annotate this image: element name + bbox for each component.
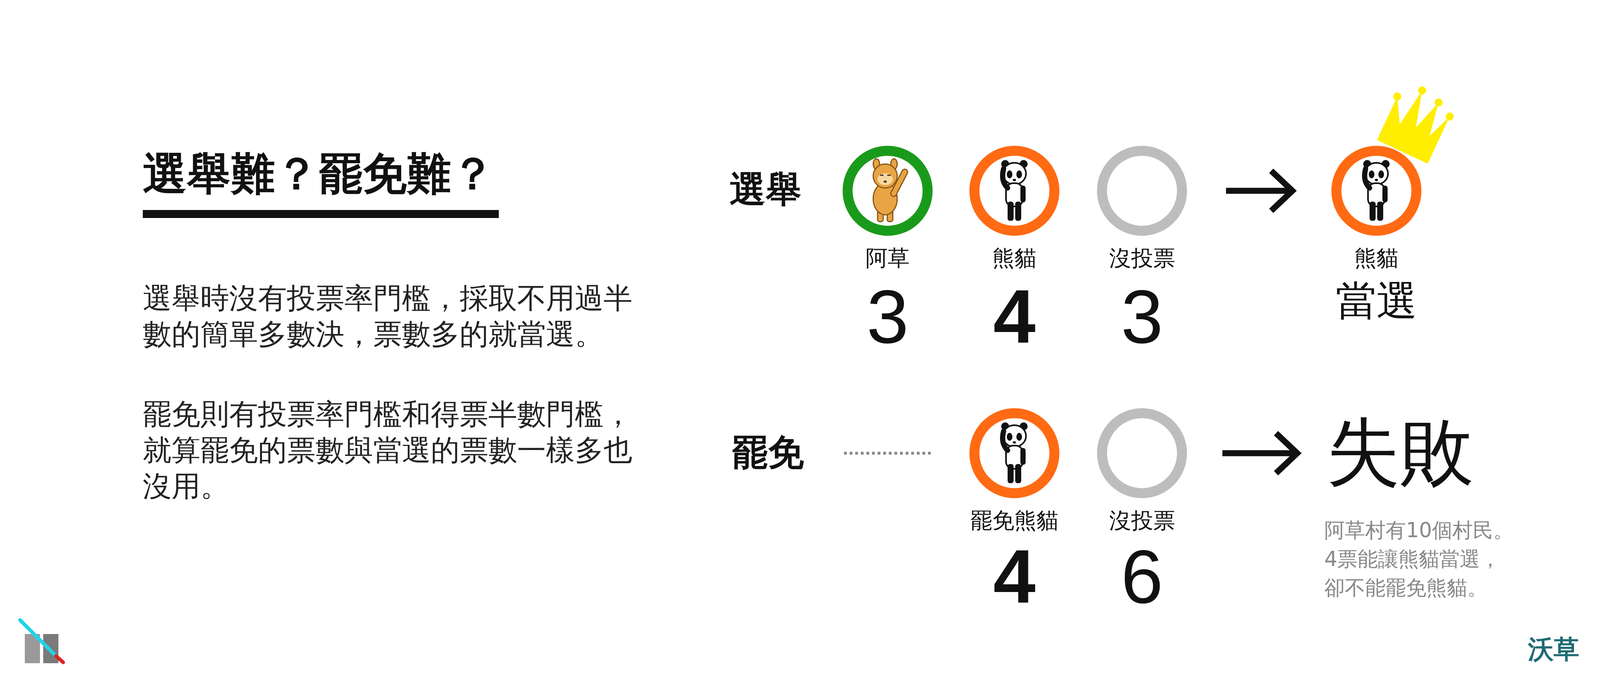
circle-ring [837, 140, 938, 241]
paragraph: 罷免則有投票率門檻和得票半數門檻，就算罷免的票數與當選的票數一樣多也沒用。 [142, 396, 643, 504]
circle-ring [1326, 140, 1427, 241]
result-text: 失敗 [1326, 408, 1474, 497]
candidate-name: 沒投票 [1109, 507, 1176, 534]
row-label: 罷免 [732, 430, 804, 474]
candidate-circle: 沒投票 3 [1062, 140, 1222, 355]
vote-count: 3 [866, 278, 909, 355]
flow-arrow [1226, 170, 1293, 211]
circle-ring [964, 403, 1065, 504]
candidate-name: 阿草 [865, 244, 910, 272]
candidate-name: 熊貓 [992, 244, 1037, 272]
candidate-name: 沒投票 [1109, 244, 1176, 272]
dotted-lead [844, 452, 934, 455]
vote-count: 6 [1120, 538, 1164, 615]
title: 選舉難？罷免難？ [142, 147, 495, 200]
vote-count: 3 [1120, 278, 1164, 355]
candidate-name: 罷免熊貓 [970, 507, 1059, 534]
candidate-circle: 熊貓 4 [934, 140, 1095, 355]
title-underline [142, 210, 499, 218]
paragraph: 選舉時沒有投票率門檻，採取不用過半數的簡單多數決，票數多的就當選。 [142, 280, 643, 352]
vote-count: 當選 [1335, 276, 1418, 326]
circle-ring [1092, 403, 1192, 504]
vote-count: 4 [993, 538, 1036, 615]
vote-count: 4 [993, 278, 1036, 355]
arrow-head [1271, 170, 1293, 211]
arrow-shaft [1226, 188, 1290, 194]
brand-mark: 沃草 [1528, 634, 1580, 665]
logo-icon [20, 620, 64, 664]
candidate-circle: 阿草 3 [807, 140, 968, 355]
circle-ring [964, 140, 1065, 241]
candidate-name: 熊貓 [1354, 244, 1399, 272]
candidate-circle: 熊貓當選 [1296, 140, 1457, 326]
note: 阿草村有10個村民。 4票能讓熊貓當選， 卻不能罷免熊貓。 [1324, 516, 1533, 603]
candidate-circle: 沒投票 6 [1062, 403, 1222, 615]
result-arrow [1222, 433, 1298, 474]
row-label: 選舉 [729, 167, 802, 211]
circle-ring [1092, 140, 1192, 241]
candidate-circle: 罷免熊貓 4 [934, 403, 1095, 615]
